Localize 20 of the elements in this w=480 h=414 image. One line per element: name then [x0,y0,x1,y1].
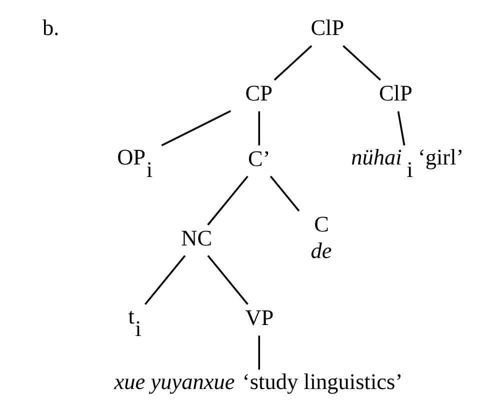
connector [207,254,248,304]
node-text: C’ [248,146,270,171]
node-text: ClP [310,14,344,40]
node-text: VP [245,304,274,330]
connector [144,254,186,304]
node-text: C [314,211,330,236]
node-text: ClP [378,80,412,106]
connector [270,175,300,211]
connector [274,44,312,80]
connector [342,44,381,80]
label: b. [42,14,60,40]
node-text: CP [245,80,272,106]
connector [258,110,260,145]
connector [161,110,232,146]
node-text: NC [181,225,212,250]
node-text: xue yuyanxue ‘study linguistics’ [114,368,403,394]
connector [397,110,406,146]
connector [258,335,260,370]
node-label: de [310,238,332,263]
connector [207,175,248,225]
